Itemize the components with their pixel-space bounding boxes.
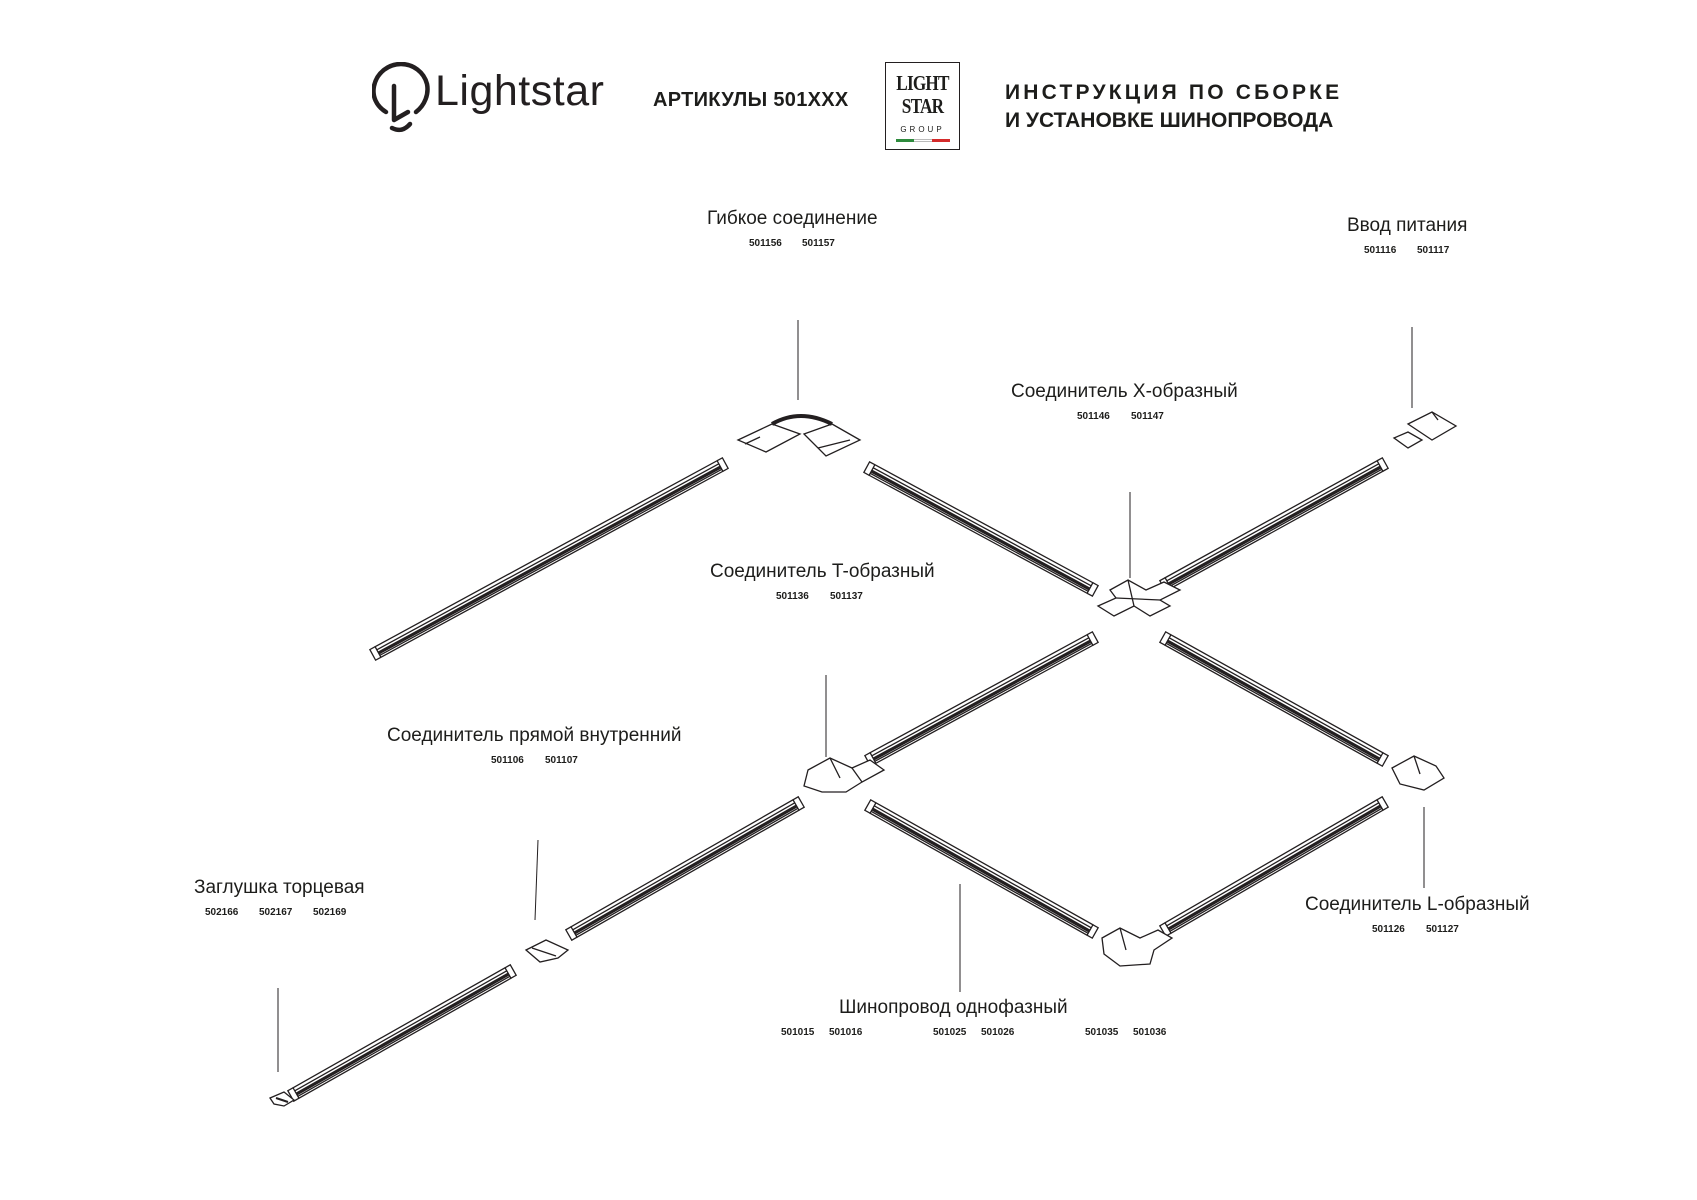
end-cap-code-3: 502169 [313,907,347,918]
track-segment [286,963,518,1103]
track-code-5: 501035 [1085,1027,1119,1038]
brand-name: Lightstar [435,67,605,115]
track-segments [286,456,1390,1103]
x-connector-label: Соединитель X-образный [1011,381,1238,402]
straight-connector-leader-line [534,839,539,921]
l-connector-code-1: 501126 [1372,924,1405,935]
track-segment [863,798,1100,940]
lightstar-group-logo: LIGHT STAR GROUP [885,62,960,150]
track-code-3: 501025 [933,1027,967,1038]
track-segment [863,630,1100,768]
flexible-code-2: 501157 [802,238,835,249]
x-connector-code-2: 501147 [1131,411,1164,422]
group-logo-line3: GROUP [900,125,945,134]
power-input-label: Ввод питания [1347,215,1468,236]
track-segment [1158,795,1390,938]
track-code-2: 501016 [829,1027,863,1038]
bottom-connector-part [1101,927,1174,967]
connector-parts [269,411,1458,1107]
lightbulb-logo-icon [372,62,430,133]
straight-connector-part [524,939,570,963]
articles-heading: АРТИКУЛЫ 501XXX [653,89,849,111]
track-label: Шинопровод однофазный [839,997,1068,1018]
instruction-title: ИНСТРУКЦИЯ ПО СБОРКЕ И УСТАНОВКЕ ШИНОПРО… [1005,79,1342,135]
t-connector-code-2: 501137 [830,591,863,602]
l-connector-label: Соединитель L-образный [1305,894,1530,915]
x-connector-part [1096,579,1182,617]
power-code-1: 501116 [1364,245,1397,256]
end-cap-code-2: 502167 [259,907,293,918]
straight-connector-code-1: 501106 [491,755,524,766]
power-code-2: 501117 [1417,245,1450,256]
track-segment [1158,630,1390,768]
italian-flag-stripe [896,139,950,142]
end-cap-part [269,1091,296,1107]
leader-lines [277,320,1425,1072]
title-line2: И УСТАНОВКЕ ШИНОПРОВОДА [1005,109,1334,132]
l-connector-right-part [1391,755,1445,791]
l-connector-code-2: 501127 [1426,924,1459,935]
track-segment [564,795,806,942]
x-connector-code-1: 501146 [1077,411,1110,422]
group-logo-line2: STAR [901,94,944,118]
track-segment [1158,456,1390,593]
t-connector-label: Соединитель T-образный [710,561,935,582]
track-segment [862,460,1100,598]
track-code-6: 501036 [1133,1027,1167,1038]
group-logo-line1: LIGHT [896,71,949,95]
straight-connector-label: Соединитель прямой внутренний [387,725,682,746]
track-code-1: 501015 [781,1027,815,1038]
flexible-connection-label: Гибкое соединение [707,208,878,229]
t-connector-part [803,757,886,793]
flexible-code-1: 501156 [749,238,782,249]
end-cap-label: Заглушка торцевая [194,877,365,898]
straight-connector-code-2: 501107 [545,755,578,766]
flexible-connector-part [736,414,862,457]
track-code-4: 501026 [981,1027,1015,1038]
end-cap-code-1: 502166 [205,907,239,918]
power-feed-part [1392,411,1458,449]
track-segment [368,456,730,662]
t-connector-code-1: 501136 [776,591,809,602]
title-line1: ИНСТРУКЦИЯ ПО СБОРКЕ [1005,81,1343,104]
